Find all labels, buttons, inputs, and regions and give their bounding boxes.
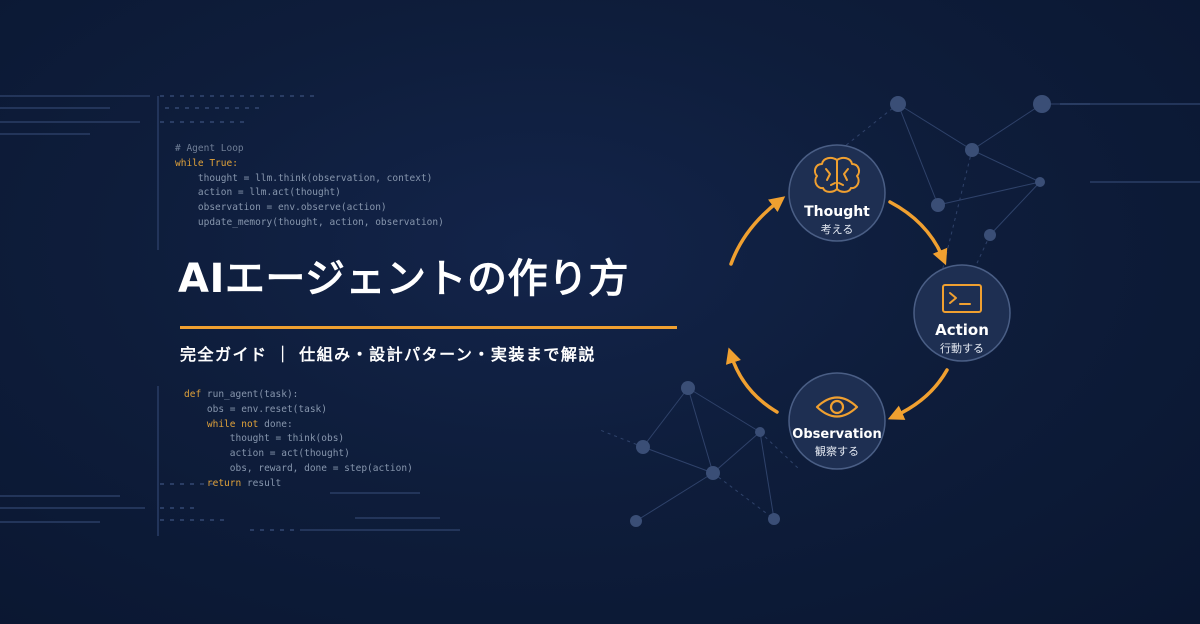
code-line: result [241,477,282,489]
code-line: update_memory(thought, action, observati… [197,216,444,228]
thought-node: Thought 考える [788,144,886,242]
arrow-thought-to-action [888,200,948,266]
arrow-observation-to-thought [729,196,786,266]
thought-label: Thought [804,204,870,220]
observation-sublabel: 観察する [815,444,859,458]
code-keyword: def [184,389,202,400]
observation-label: Observation [792,427,881,442]
code-comment: # Agent Loop [175,143,244,154]
page-subtitle: 完全ガイド ｜ 仕組み・設計パターン・実装まで解説 [180,345,596,364]
action-sublabel: 行動する [940,341,984,355]
code-line: run_agent(task): [201,389,299,400]
code-line: thought = think(obs) [229,433,345,445]
code-keyword: return [206,477,242,489]
code-line: obs, reward, done = step(action) [229,462,413,474]
run-agent-code: def run_agent(task): obs = env.reset(tas… [184,388,413,492]
brain-icon [813,156,861,193]
code-keyword: not [241,418,259,430]
code-line: thought = llm.think(observation, context… [197,172,433,184]
code-line: observation = env.observe(action) [197,202,387,214]
code-line: done: [258,418,293,430]
eye-icon [815,396,859,418]
code-line: action = llm.act(thought) [197,187,341,199]
code-line: action = act(thought) [229,448,350,460]
arrow-action-to-observation [887,368,949,420]
page-title: AIエージェントの作り方 [178,256,630,302]
code-keyword: while True: [175,157,238,169]
terminal-icon [942,284,982,313]
code-line: obs = env.reset(task) [206,403,327,415]
title-underline [180,326,677,329]
thought-sublabel: 考える [821,223,854,236]
agent-loop-code: # Agent Loop while True: thought = llm.t… [175,142,444,231]
arrow-to-observation [725,347,779,414]
code-keyword: while [206,418,236,430]
action-node: Action 行動する [913,264,1011,362]
action-label: Action [935,321,989,339]
observation-node: Observation 観察する [788,372,886,470]
